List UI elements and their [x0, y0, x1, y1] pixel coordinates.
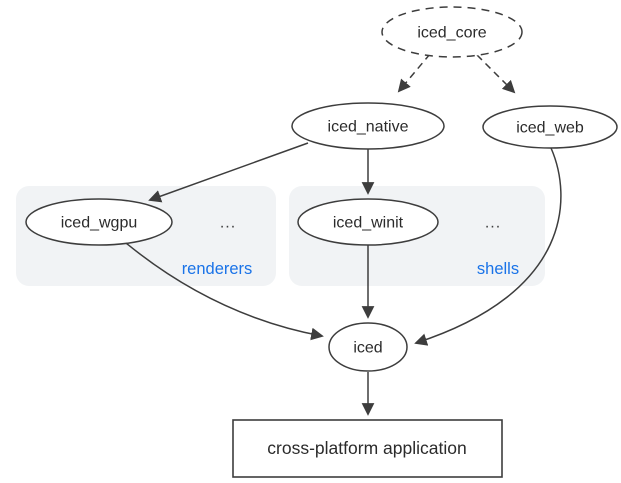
node-application: cross-platform application [232, 419, 503, 478]
node-iced-shape [328, 322, 408, 372]
node-iced-core-shape [381, 6, 523, 58]
edge-iced-native-to-iced-wgpu [148, 142, 309, 203]
node-iced-label: iced [353, 340, 382, 357]
node-iced-web: iced_web [482, 105, 618, 149]
node-iced: iced [328, 322, 408, 372]
cluster-renderers-label: renderers [182, 260, 253, 278]
cluster-shells-ellipsis: ... [485, 215, 501, 232]
node-application-shape [232, 419, 503, 478]
node-application-label: cross-platform application [267, 438, 466, 458]
edge-iced-core-to-iced-web [476, 54, 516, 94]
node-iced-wgpu-shape [25, 198, 173, 246]
node-iced-native: iced_native [291, 102, 445, 150]
node-iced-winit-label: iced_winit [333, 215, 404, 232]
cluster-renderers-ellipsis: ... [220, 215, 236, 232]
node-iced-core: iced_core [381, 6, 523, 58]
node-iced-web-label: iced_web [516, 120, 584, 137]
node-iced-wgpu: iced_wgpu [25, 198, 173, 246]
edge-iced-web-to-iced [414, 147, 562, 346]
node-iced-web-shape [482, 105, 618, 149]
node-iced-winit-shape [297, 198, 439, 246]
node-iced-native-label: iced_native [328, 119, 409, 136]
node-iced-winit: iced_winit [297, 198, 439, 246]
edge-iced-core-to-iced-native [397, 53, 431, 93]
edge-iced-wgpu-to-iced [125, 242, 324, 341]
node-iced-core-label: iced_core [417, 25, 486, 42]
node-iced-native-shape [291, 102, 445, 150]
cluster-shells-label: shells [477, 260, 519, 278]
node-iced-wgpu-label: iced_wgpu [61, 215, 138, 232]
